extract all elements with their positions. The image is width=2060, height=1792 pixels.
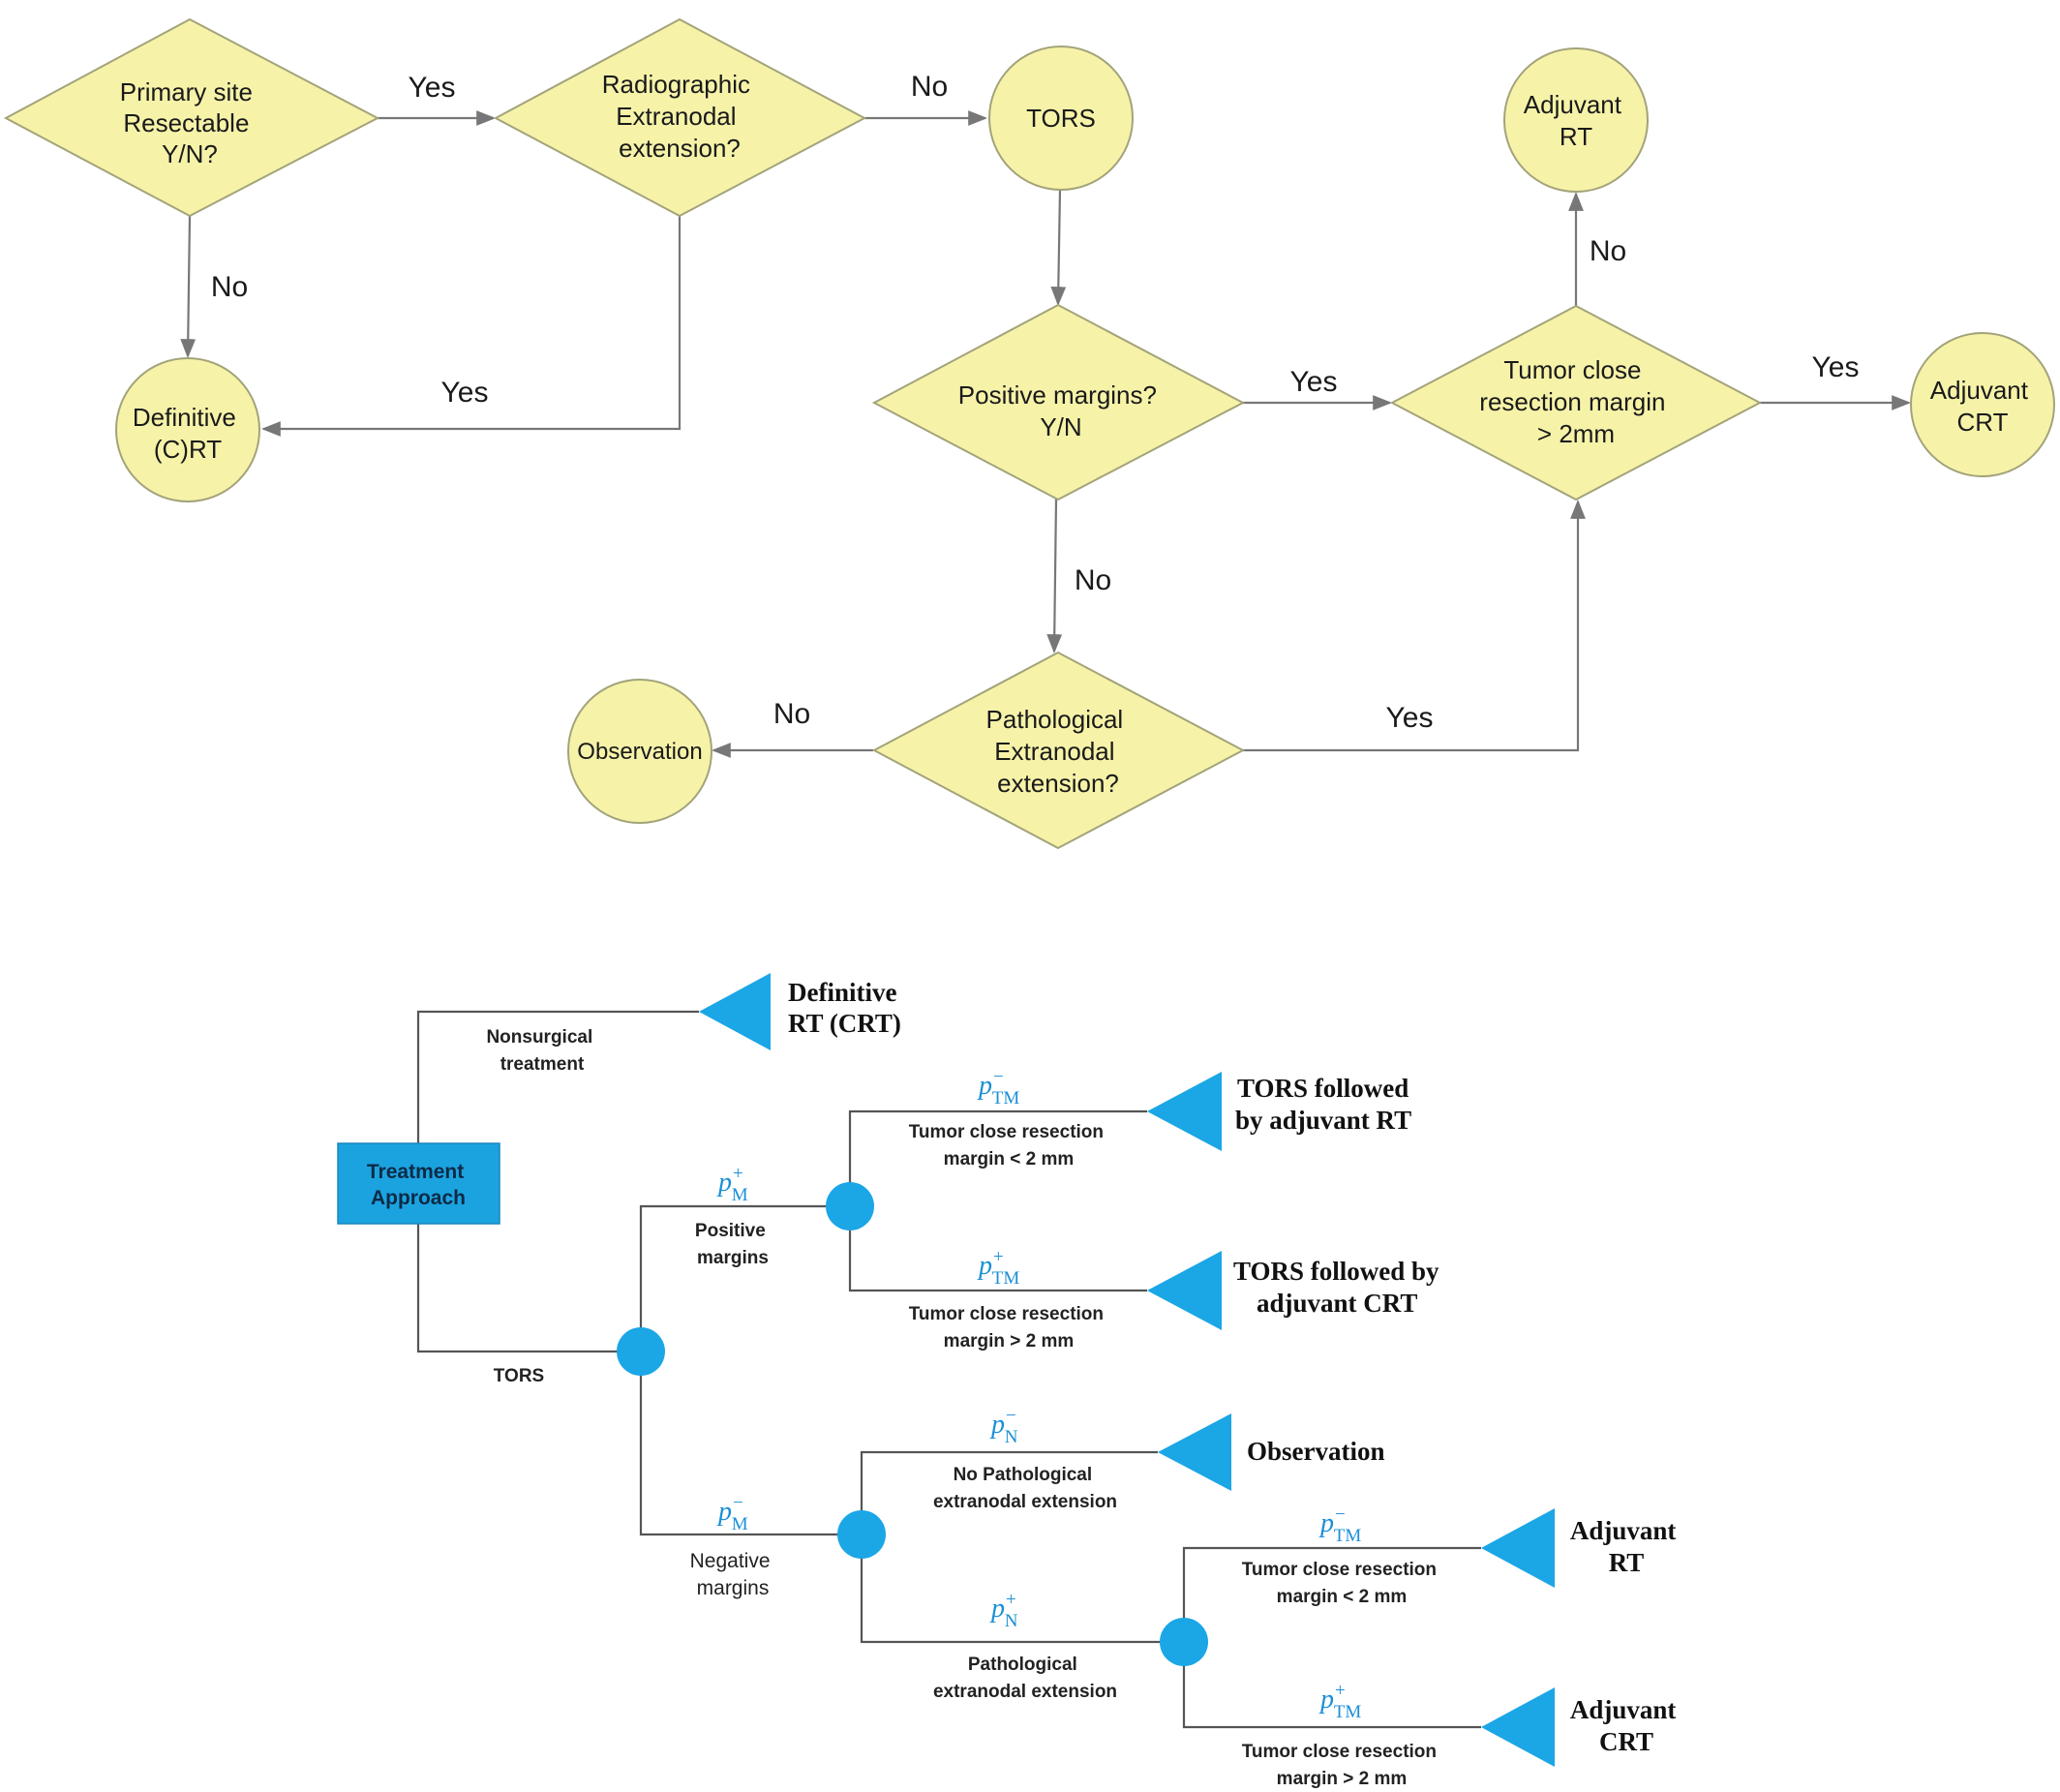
terminal-tors-crt	[1147, 1251, 1222, 1330]
node-tors-circle	[988, 46, 1134, 191]
branch-negative-margins	[639, 1352, 862, 1536]
node-primary-site-diamond	[3, 17, 380, 218]
terminal-adjuvant-crt	[1481, 1687, 1555, 1767]
branch-sub-close-lt-2mm	[1182, 1546, 1481, 1642]
node-radiographic-ene-label: Radiographic Extranodal extension?	[602, 70, 757, 163]
prob-pN-minus: p−N	[989, 1406, 1018, 1447]
edge-pathological-to-tumor	[1243, 500, 1586, 752]
node-adjuvant-crt-label: Adjuvant CRT	[1930, 376, 2035, 437]
terminal-definitive	[699, 973, 771, 1050]
label-yes-tumor-adjuvant-crt: Yes	[1812, 351, 1860, 383]
tree-terminal-nodes	[699, 973, 1555, 1767]
flowchart-edge-labels: Yes No No Yes No Yes Yes No No Yes	[211, 71, 1860, 734]
label-nonsurgical-treatment: Nonsurgical treatment	[486, 1027, 597, 1075]
label-close-gt-2mm: Tumor close resection margin > 2 mm	[909, 1304, 1109, 1352]
treatment-approach-label: Treatment Approach	[367, 1161, 470, 1209]
outcome-definitive: Definitive RT (CRT)	[788, 978, 903, 1038]
node-pathological-ene-label: Pathological Extranodal extension?	[986, 705, 1131, 798]
branch-close-lt-2mm	[848, 1109, 1147, 1206]
prob-pM-plus: p+M	[716, 1164, 748, 1205]
flowchart-edges	[180, 110, 1911, 758]
branch-pathological-ene	[860, 1534, 1184, 1644]
terminal-tors-rt	[1147, 1072, 1222, 1151]
terminal-observation	[1158, 1413, 1231, 1491]
node-observation-circle	[567, 679, 712, 824]
outcome-adjuvant-rt: Adjuvant RT	[1570, 1516, 1682, 1577]
node-adjuvant-crt-circle	[1910, 332, 2055, 477]
label-no-pathological-observation: No	[773, 698, 810, 730]
label-sub-close-gt-2mm: Tumor close resection margin > 2 mm	[1242, 1742, 1442, 1789]
label-sub-close-lt-2mm: Tumor close resection margin < 2 mm	[1242, 1560, 1442, 1607]
flowchart-nodes: Primary site Resectable Y/N? Radiographi…	[3, 17, 2055, 850]
edge-positive-to-pathological	[1046, 498, 1063, 653]
tree-branches	[416, 1010, 1481, 1729]
outcome-tors-rt: TORS followed by adjuvant RT	[1235, 1074, 1415, 1135]
edge-tors-to-positive	[1050, 189, 1067, 306]
prob-pTM-plus-upper: p+TM	[977, 1247, 1019, 1289]
branch-close-gt-2mm	[848, 1206, 1147, 1292]
node-adjuvant-rt-circle	[1503, 47, 1649, 193]
edge-radiographic-to-definitive	[261, 216, 682, 437]
edge-primary-to-definitive	[180, 215, 197, 358]
outcome-tors-crt: TORS followed by adjuvant CRT	[1233, 1257, 1445, 1318]
label-no-primary-definitive: No	[211, 271, 248, 303]
tree-chance-nodes	[617, 1182, 1208, 1666]
label-no-radiographic-tors: No	[911, 71, 948, 103]
node-definitive-crt-circle	[115, 357, 260, 502]
branch-nonsurgical	[416, 1010, 699, 1143]
prob-pN-plus: p+N	[989, 1590, 1018, 1631]
outcome-observation: Observation	[1247, 1437, 1385, 1466]
terminal-adjuvant-rt	[1481, 1508, 1555, 1588]
label-yes-radiographic-definitive: Yes	[441, 377, 489, 409]
chance-node-tors	[617, 1327, 665, 1376]
label-pathological-ene: Pathological extranodal extension	[933, 1655, 1117, 1702]
node-radiographic-ene-diamond	[493, 17, 867, 218]
node-tumor-close-diamond	[1389, 304, 1763, 501]
prob-pTM-minus-lower: p−TM	[1318, 1504, 1361, 1546]
node-pathological-ene-diamond	[871, 651, 1246, 850]
prob-pM-minus: p−M	[716, 1493, 748, 1534]
label-yes-pathological-tumor: Yes	[1386, 702, 1434, 734]
prob-pTM-minus-upper: p−TM	[977, 1067, 1019, 1109]
label-no-positive-pathological: No	[1075, 564, 1111, 596]
label-tors-branch: TORS	[494, 1366, 544, 1386]
chance-node-negative	[837, 1510, 886, 1559]
label-close-lt-2mm: Tumor close resection margin < 2 mm	[909, 1122, 1109, 1169]
tree-probability-labels: p+M p−M p−TM p+TM p−N p+N p−TM p+TM	[716, 1067, 1361, 1722]
node-positive-margins-label: Positive margins? Y/N	[958, 380, 1164, 441]
label-yes-positive-tumor: Yes	[1290, 366, 1338, 398]
tree-outcome-labels: Definitive RT (CRT) TORS followed by adj…	[788, 978, 1682, 1756]
node-tumor-close-label: Tumor close resection margin > 2mm	[1479, 355, 1672, 448]
branch-positive-margins	[639, 1204, 850, 1352]
label-negative-margins: Negative margins	[690, 1550, 776, 1599]
chance-node-positive	[826, 1182, 874, 1230]
branch-tors	[416, 1224, 641, 1353]
branch-no-pathological-ene	[860, 1450, 1158, 1534]
node-definitive-crt-label: Definitive (C)RT	[133, 403, 243, 464]
node-adjuvant-rt-label: Adjuvant RT	[1524, 90, 1628, 151]
prob-pTM-plus-lower: p+TM	[1318, 1681, 1361, 1722]
node-observation-label: Observation	[577, 739, 702, 765]
treatment-approach-box	[337, 1142, 500, 1225]
node-positive-margins-diamond	[871, 303, 1246, 501]
node-primary-site-label: Primary site Resectable Y/N?	[120, 77, 259, 168]
tree-branch-labels: Nonsurgical treatment TORS Positive marg…	[486, 1027, 1442, 1789]
label-positive-margins: Positive margins	[695, 1221, 771, 1268]
outcome-adjuvant-crt: Adjuvant CRT	[1570, 1695, 1682, 1756]
label-no-tumor-adjuvant-rt: No	[1590, 235, 1626, 267]
label-yes-primary-radiographic: Yes	[409, 72, 456, 104]
node-tors-label: TORS	[1026, 104, 1096, 133]
branch-sub-close-gt-2mm	[1182, 1642, 1481, 1729]
label-no-pathological-ene: No Pathological extranodal extension	[933, 1465, 1117, 1512]
chance-node-pathological	[1160, 1618, 1208, 1666]
